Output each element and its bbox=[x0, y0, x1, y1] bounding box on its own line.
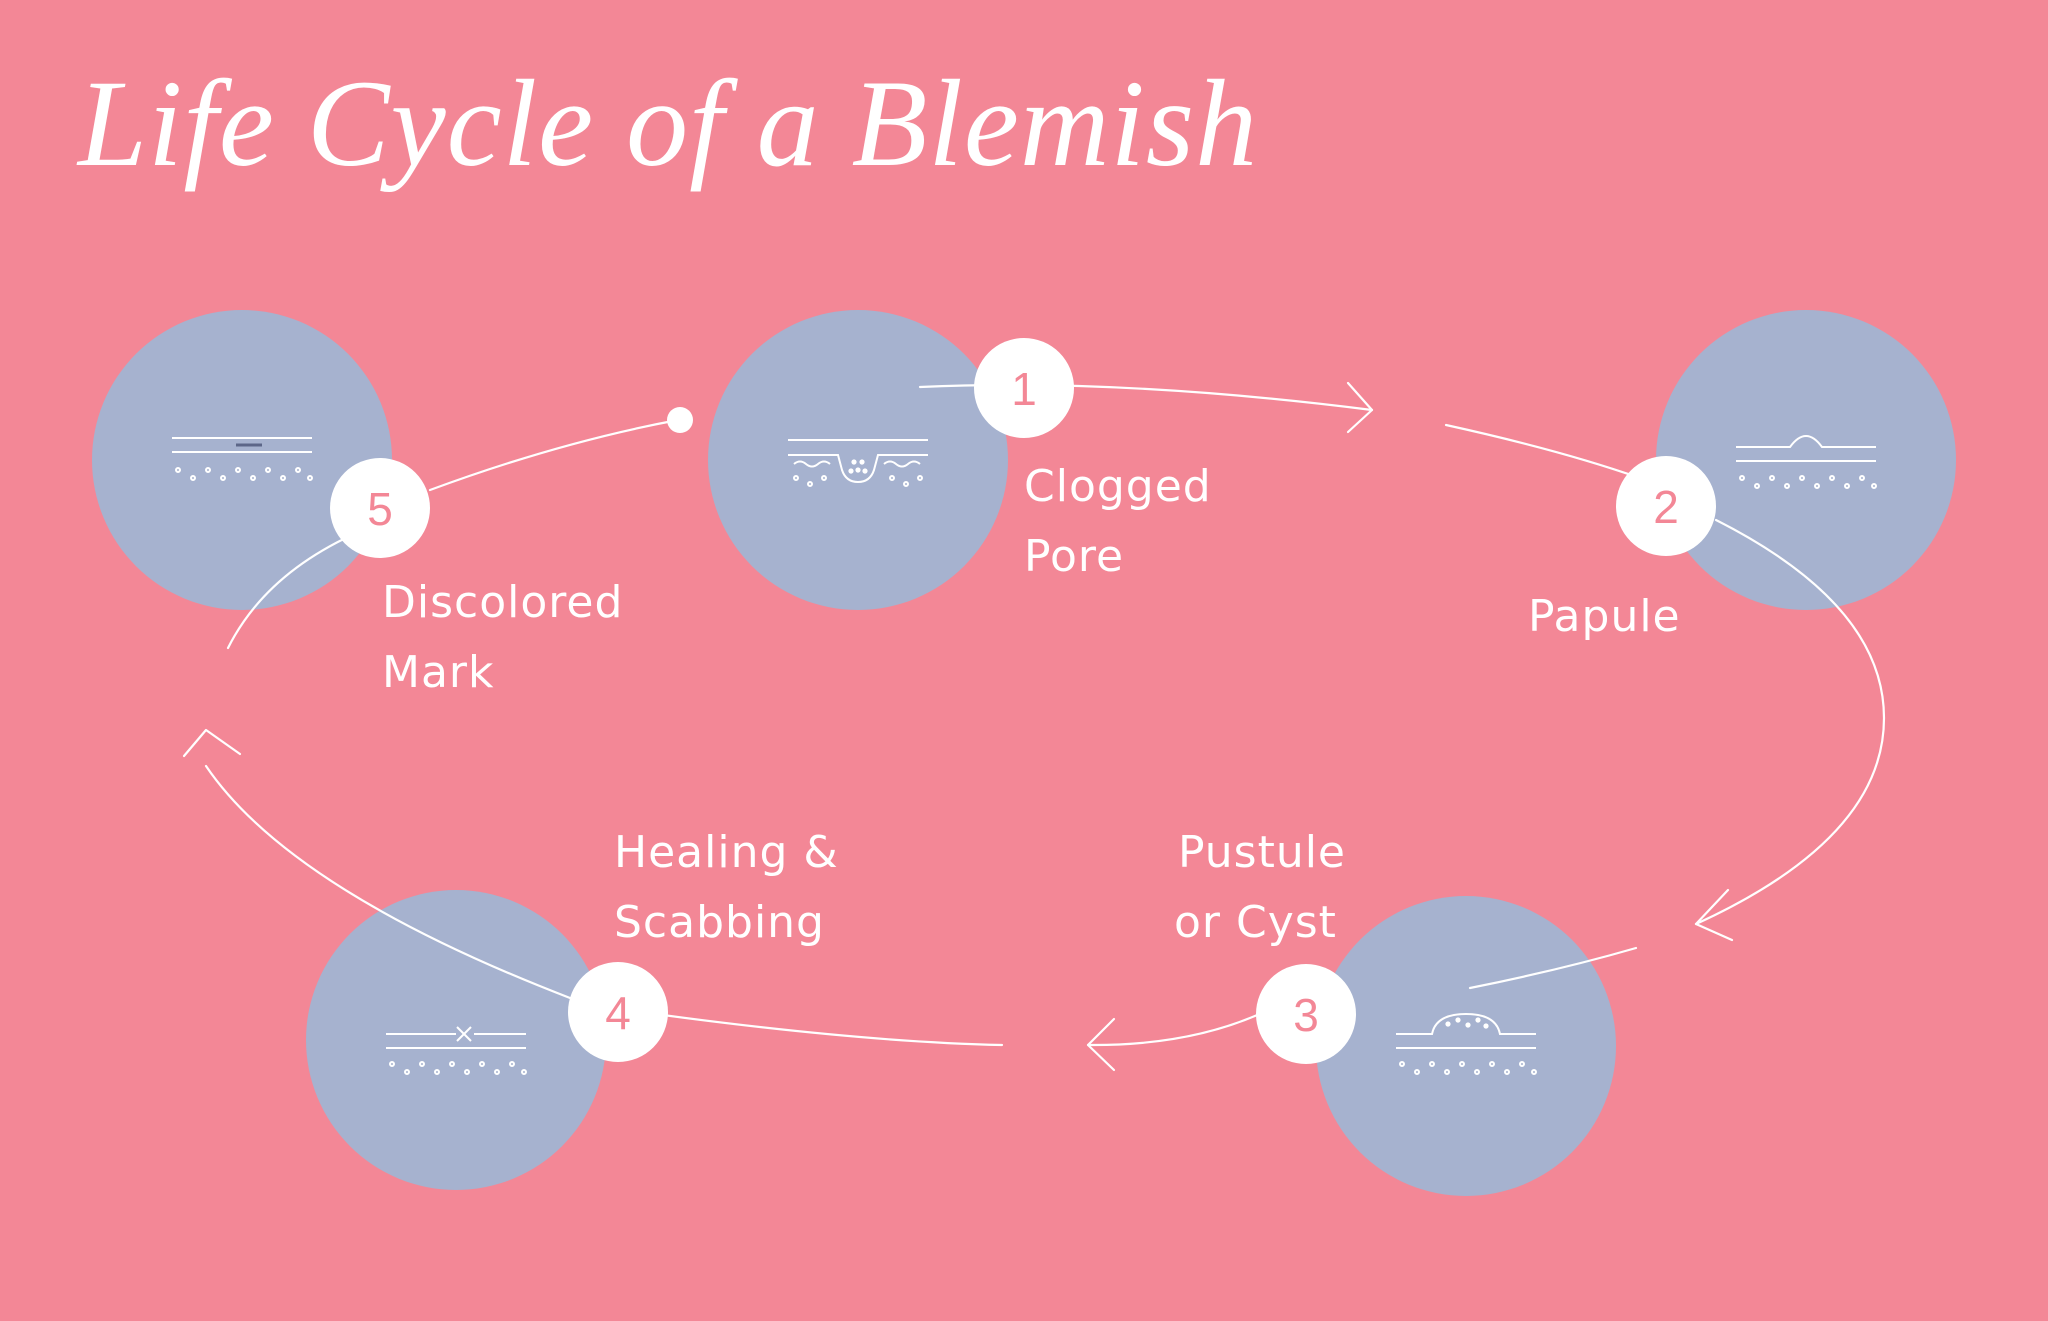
step-number-4: 4 bbox=[605, 987, 631, 1039]
stage-label-line: Pore bbox=[1024, 531, 1125, 582]
stage-label-pustule: Pustule or Cyst bbox=[1174, 818, 1346, 958]
stage-label-line: Healing & bbox=[614, 827, 839, 878]
connector-4-to-5 bbox=[204, 764, 572, 1000]
step-number-5: 5 bbox=[367, 483, 393, 535]
connector-2-start bbox=[1444, 423, 1642, 480]
stage-circle-5 bbox=[92, 310, 392, 610]
step-number-2: 2 bbox=[1653, 481, 1679, 533]
arrow-head-2 bbox=[1694, 888, 1734, 942]
step-badge-5: 5 bbox=[330, 458, 430, 558]
skin-illustration-papule bbox=[1736, 435, 1877, 489]
stage-label-papule: Papule bbox=[1528, 582, 1681, 652]
skin-illustration-clogged-pore bbox=[788, 439, 928, 487]
connector-5-start bbox=[226, 533, 354, 650]
stage-label-line: or Cyst bbox=[1174, 897, 1337, 948]
step-badge-4: 4 bbox=[568, 962, 668, 1062]
stage-circle-3 bbox=[1316, 896, 1616, 1196]
step-badge-1: 1 bbox=[974, 338, 1074, 438]
connector-5-to-1 bbox=[428, 418, 680, 492]
stage-label-line: Discolored bbox=[382, 577, 624, 628]
step-badge-3: 3 bbox=[1256, 964, 1356, 1064]
step-number-1: 1 bbox=[1011, 363, 1037, 415]
skin-illustration-pustule bbox=[1396, 1012, 1537, 1075]
stage-label-line: Mark bbox=[382, 647, 495, 698]
stage-label-line: Clogged bbox=[1024, 461, 1212, 512]
skin-illustration-scab bbox=[386, 1026, 527, 1075]
stage-label-line: Scabbing bbox=[614, 897, 825, 948]
stage-circle-1 bbox=[708, 310, 1008, 610]
stage-label-clogged-pore: Clogged Pore bbox=[1024, 452, 1212, 592]
cycle-start-dot bbox=[667, 407, 693, 433]
stage-label-healing: Healing & Scabbing bbox=[614, 818, 839, 958]
stage-label-discolored-mark: Discolored Mark bbox=[382, 568, 623, 708]
stage-label-line: Pustule bbox=[1178, 827, 1347, 878]
connector-2-to-3 bbox=[1694, 518, 1886, 926]
connector-4-start bbox=[646, 1011, 1004, 1047]
arrow-head-4 bbox=[182, 728, 242, 758]
arrow-head-3 bbox=[1086, 1017, 1116, 1072]
step-number-3: 3 bbox=[1293, 989, 1319, 1041]
skin-illustration-discolored-mark bbox=[172, 437, 313, 481]
stage-label-line: Papule bbox=[1528, 591, 1681, 642]
connector-3-start bbox=[1468, 946, 1638, 990]
stage-circle-4 bbox=[306, 890, 606, 1190]
connector-3-to-4 bbox=[1086, 1010, 1266, 1047]
page-title: Life Cycle of a Blemish bbox=[78, 55, 1259, 192]
step-badge-2: 2 bbox=[1616, 456, 1716, 556]
arrow-head-1 bbox=[1346, 381, 1374, 434]
